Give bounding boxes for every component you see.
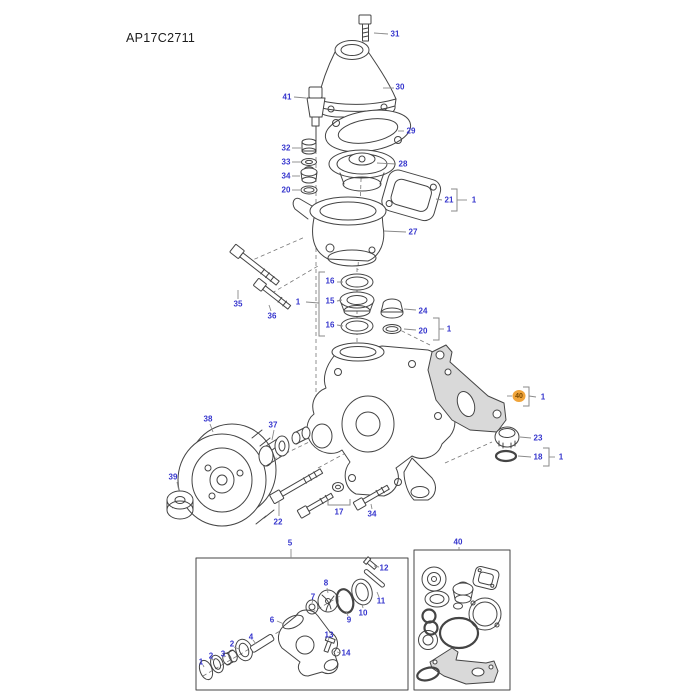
part-callout-2[interactable]: 2 — [229, 639, 235, 649]
part-callout-10[interactable]: 10 — [358, 608, 368, 618]
part-callout-30[interactable]: 30 — [395, 82, 405, 92]
spacer-bushing — [258, 435, 290, 467]
part-callout-17[interactable]: 17 — [334, 507, 344, 517]
pump-kit-box — [195, 556, 409, 691]
o-ring — [382, 324, 402, 334]
bolt-icon — [253, 278, 292, 310]
backplate-gasket[interactable] — [427, 344, 507, 433]
part-callout-1[interactable]: 1 — [295, 297, 301, 307]
seal-seat — [339, 291, 375, 317]
part-callout-29[interactable]: 29 — [406, 126, 416, 136]
part-callout-5[interactable]: 5 — [287, 538, 293, 548]
part-callout-34[interactable]: 34 — [281, 171, 291, 181]
o-ring — [300, 185, 318, 195]
pulley-hub — [166, 490, 194, 520]
part-callout-1[interactable]: 1 — [446, 324, 452, 334]
shaft-stub — [291, 426, 311, 445]
part-callout-32[interactable]: 32 — [281, 143, 291, 153]
part-callout-34[interactable]: 34 — [367, 509, 377, 519]
temperature-sensor — [306, 86, 326, 148]
part-callout-37[interactable]: 37 — [268, 420, 278, 430]
water-pump-body — [306, 342, 456, 501]
part-callout-20[interactable]: 20 — [418, 326, 428, 336]
fitting — [300, 166, 318, 184]
part-callout-31[interactable]: 31 — [390, 29, 400, 39]
plug — [301, 138, 317, 155]
part-callout-3[interactable]: 3 — [220, 649, 226, 659]
part-callout-23[interactable]: 23 — [533, 433, 543, 443]
part-callout-4[interactable]: 4 — [248, 632, 254, 642]
group-brackets — [318, 188, 555, 506]
plug-cap — [494, 426, 520, 449]
pulley — [177, 423, 277, 527]
o-ring — [332, 482, 344, 492]
part-callout-40[interactable]: 40 — [512, 390, 526, 402]
drawing-number: AP17C2711 — [126, 31, 196, 45]
part-callout-1[interactable]: 1 — [540, 392, 546, 402]
part-callout-16[interactable]: 16 — [325, 320, 335, 330]
part-callout-40[interactable]: 40 — [453, 537, 463, 547]
part-callout-24[interactable]: 24 — [418, 306, 428, 316]
bolt-icon — [229, 244, 280, 286]
part-callout-18[interactable]: 18 — [533, 452, 543, 462]
water-outlet — [316, 40, 397, 118]
o-ring — [494, 449, 518, 463]
part-callout-1[interactable]: 1 — [558, 452, 564, 462]
part-callout-22[interactable]: 22 — [273, 517, 283, 527]
washer — [301, 158, 317, 166]
part-callout-20[interactable]: 20 — [281, 185, 291, 195]
part-callout-41[interactable]: 41 — [282, 92, 292, 102]
part-callout-33[interactable]: 33 — [281, 157, 291, 167]
bolt-icon — [358, 14, 372, 42]
part-callout-1[interactable]: 1 — [198, 657, 204, 667]
part-callout-2[interactable]: 2 — [208, 651, 214, 661]
housing-gasket — [381, 169, 442, 222]
seal-ring — [340, 273, 374, 291]
part-callout-14[interactable]: 14 — [341, 648, 351, 658]
bolt-icon — [269, 468, 324, 504]
leader-lines — [176, 32, 532, 668]
plug-cap — [380, 298, 404, 319]
part-callout-8[interactable]: 8 — [323, 578, 329, 588]
part-callout-6[interactable]: 6 — [269, 615, 275, 625]
part-callout-1[interactable]: 1 — [471, 195, 477, 205]
part-callout-36[interactable]: 36 — [267, 311, 277, 321]
seal-ring — [340, 317, 374, 335]
part-callout-16[interactable]: 16 — [325, 276, 335, 286]
bolt-icon — [352, 484, 390, 511]
part-callout-27[interactable]: 27 — [408, 227, 418, 237]
part-callout-13[interactable]: 13 — [324, 630, 334, 640]
gasket-kit-box — [413, 549, 511, 691]
thermostat — [328, 149, 396, 192]
part-callout-9[interactable]: 9 — [346, 615, 352, 625]
thermostat-housing — [292, 196, 387, 267]
bolt-icon — [296, 492, 334, 519]
part-callout-12[interactable]: 12 — [379, 563, 389, 573]
part-callout-21[interactable]: 21 — [444, 195, 454, 205]
part-callout-7[interactable]: 7 — [310, 592, 316, 602]
part-callout-28[interactable]: 28 — [398, 159, 408, 169]
part-callout-39[interactable]: 39 — [168, 472, 178, 482]
part-callout-38[interactable]: 38 — [203, 414, 213, 424]
part-callout-11[interactable]: 11 — [376, 596, 386, 606]
part-callout-35[interactable]: 35 — [233, 299, 243, 309]
part-callout-15[interactable]: 15 — [325, 296, 335, 306]
